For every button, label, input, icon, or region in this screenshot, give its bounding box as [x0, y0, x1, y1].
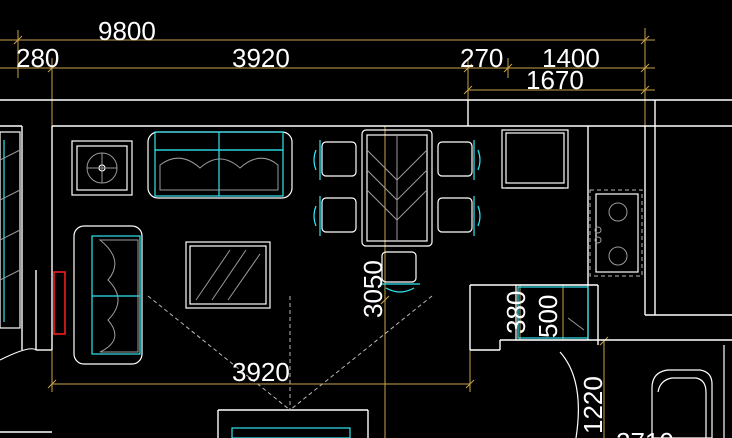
stove	[589, 189, 643, 277]
tv-view-cone	[147, 295, 433, 438]
dining-table	[361, 129, 433, 247]
dim-living-width-top: 3920	[232, 43, 290, 73]
window-left	[0, 131, 21, 329]
dim-overall: 9800	[98, 16, 156, 46]
coffee-table	[185, 241, 271, 309]
side-table	[71, 140, 133, 196]
door-frame-left	[53, 271, 66, 335]
sink-counter	[515, 284, 589, 341]
dim-bath-width-partial: 2710	[616, 427, 674, 438]
toilet	[651, 345, 725, 438]
refrigerator	[501, 129, 569, 189]
door-swings	[0, 348, 579, 438]
dim-kitchen-total: 1670	[526, 65, 584, 95]
dim-living-width-bottom: 3920	[232, 357, 290, 387]
dim-kitchen-width: 1400	[542, 43, 600, 73]
dining-chairs	[313, 140, 481, 293]
dim-counter-depth: 380	[501, 291, 531, 334]
sofa-top	[147, 131, 293, 199]
sofa-left	[73, 225, 143, 365]
dim-dining-depth: 3050	[358, 260, 388, 318]
dim-wall-segment: 270	[460, 43, 503, 73]
dim-left-segment: 280	[16, 43, 59, 73]
dim-bath-depth: 1220	[578, 376, 608, 434]
walls	[0, 99, 732, 438]
dimension-lines-top	[0, 28, 655, 126]
dimension-labels: 9800 280 3920 270 1400 1670 3920 3050 38…	[16, 16, 674, 438]
dim-sink-size: 500	[533, 295, 563, 338]
